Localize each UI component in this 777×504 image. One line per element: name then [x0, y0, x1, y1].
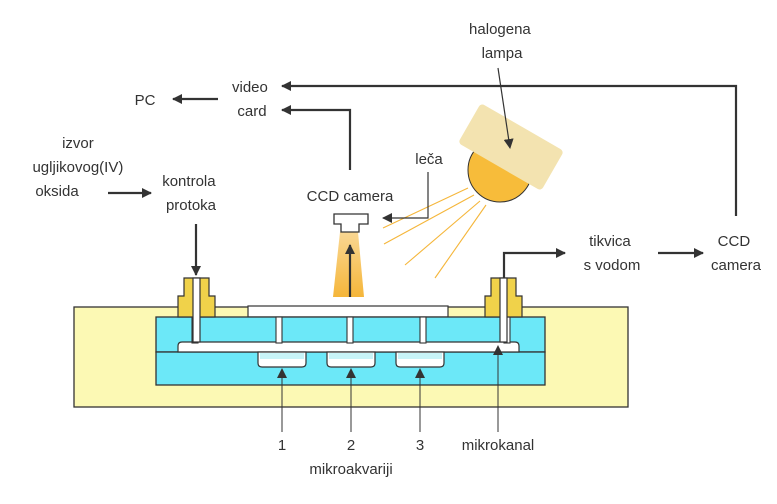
cover-glass: [247, 305, 449, 318]
center-ccd-camera-label: CCD camera: [307, 188, 394, 205]
aquarium-3-label: 3: [416, 437, 424, 454]
outlet-fitting: [484, 277, 523, 343]
aquaria-pointers: [277, 345, 503, 432]
inlet-fitting: [177, 277, 216, 343]
outlet-to-flask-arrow: [502, 248, 566, 278]
flow-control-label: kontrola protoka: [162, 173, 220, 214]
halogen-lamp-label: halogena lampa: [469, 21, 535, 62]
right-ccd-camera-label: CCD camera: [711, 233, 762, 274]
right-ccd-to-videocard-arrow: [281, 81, 738, 216]
halogen-lamp-icon: [459, 104, 563, 203]
halogen-pointer-arrow: [497, 67, 514, 149]
pc-label: PC: [135, 92, 156, 109]
aquarium-2-label: 2: [347, 437, 355, 454]
co2-source-label: izvor ugljikovog(IV) oksida: [32, 135, 127, 200]
microchannel-path: [177, 341, 520, 353]
camera-beam: [333, 232, 364, 297]
light-rays: [382, 187, 487, 279]
flask-label: tikvica s vodom: [584, 233, 641, 274]
microaquaria-label: mikroakvariji: [309, 461, 392, 478]
lens-pointer-arrow: [382, 172, 429, 223]
ccd-to-videocard-arrow: [281, 105, 352, 170]
aquarium-1-label: 1: [278, 437, 286, 454]
lens-label: leča: [415, 151, 443, 168]
microchannel-label: mikrokanal: [462, 437, 535, 454]
ccd-camera-icon: [333, 213, 369, 233]
microaquaria-wells: [257, 351, 445, 368]
video-card-label: video card: [232, 79, 272, 120]
